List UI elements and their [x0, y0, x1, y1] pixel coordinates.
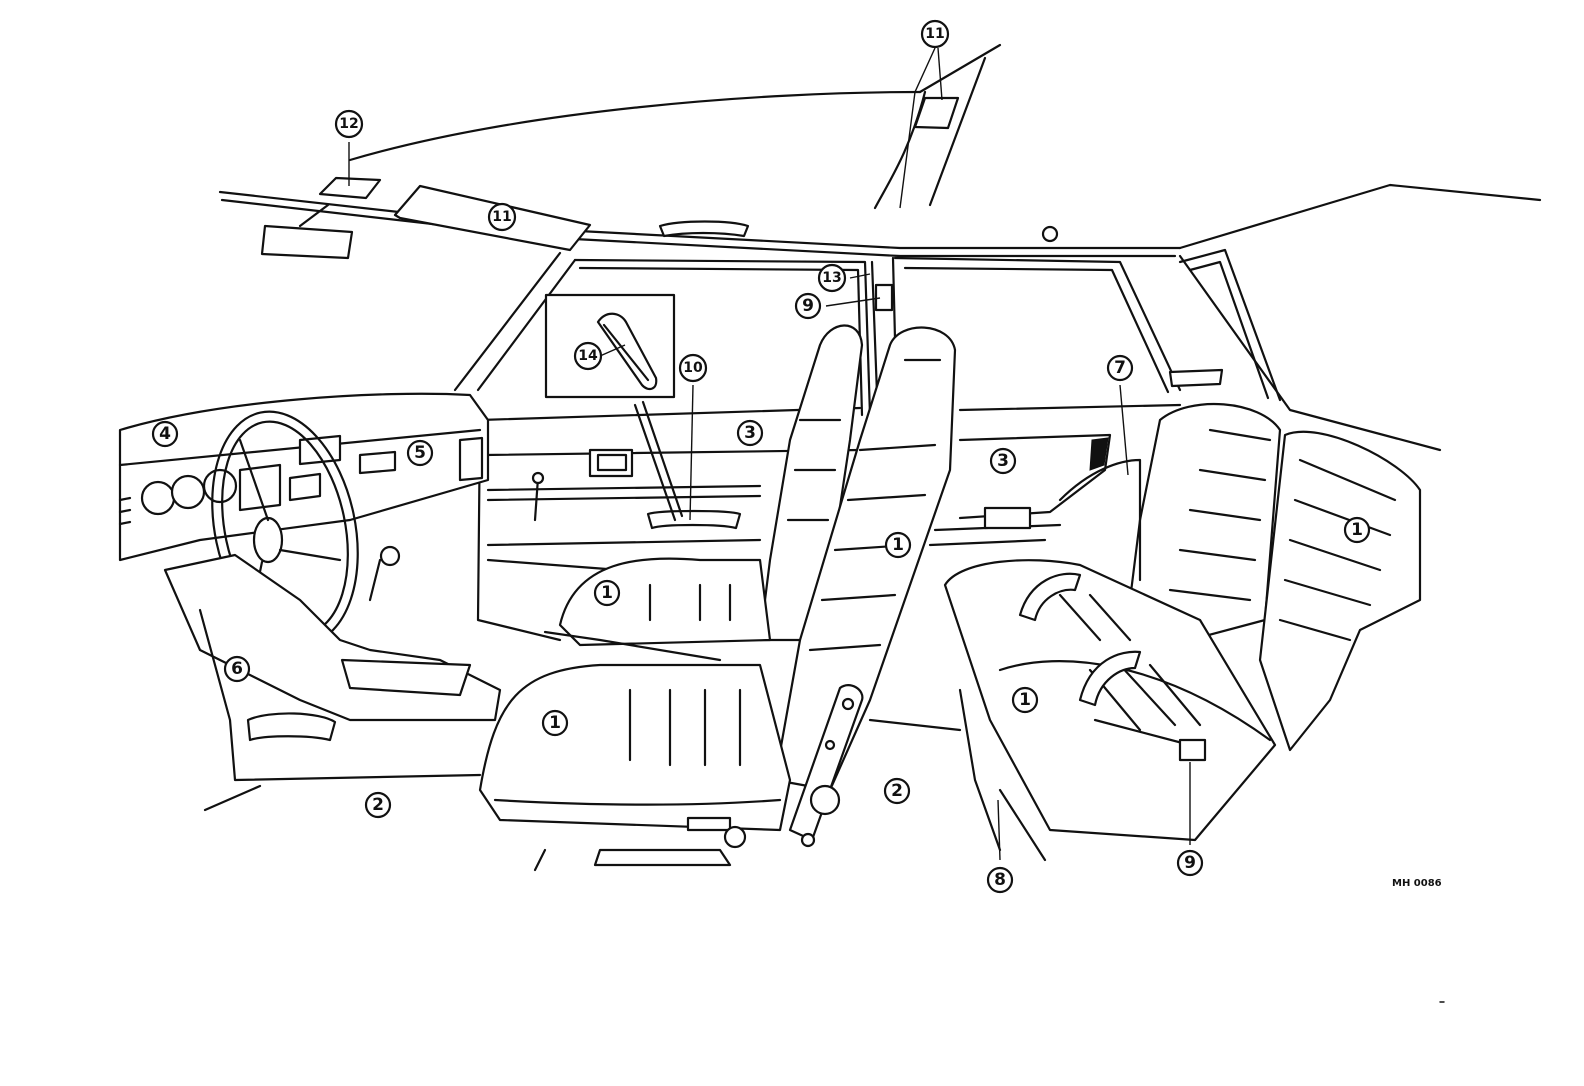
side-window-frames [453, 248, 1282, 417]
front-seat-belt [543, 400, 722, 662]
dashboard [118, 392, 490, 562]
callout-label: 3 [744, 423, 756, 443]
callout-1-front-passenger-backrest: 1 [884, 531, 912, 559]
inset-detail-box [544, 293, 676, 399]
rear-seat-belts [1018, 572, 1207, 762]
callout-label: 1 [549, 713, 561, 733]
callout-2-rear-floor: 2 [883, 777, 911, 805]
callout-13-b-pillar-trim: 13 [817, 263, 847, 293]
callout-label: 1 [892, 535, 904, 555]
callout-label: 7 [1114, 358, 1126, 378]
rear-seat [943, 402, 1422, 842]
callout-3-rear-door-trim: 3 [989, 447, 1017, 475]
callout-11-rear-lamp: 11 [920, 19, 950, 49]
callout-label: 13 [822, 270, 841, 286]
rear-door-panel [928, 403, 1182, 547]
callout-4-dashboard: 4 [151, 420, 179, 448]
callout-label: 6 [231, 659, 243, 679]
callout-label: 1 [1019, 690, 1031, 710]
callout-14-assist-grip: 14 [573, 341, 603, 371]
callout-1-driver-seat-cushion: 1 [541, 709, 569, 737]
callout-label: 1 [601, 583, 613, 603]
callout-1-rear-seat-cushion: 1 [1011, 686, 1039, 714]
coat-hook [1041, 225, 1059, 243]
callout-label: 4 [159, 424, 171, 444]
callout-label: 11 [492, 209, 511, 225]
floor [203, 688, 1047, 872]
drawing-code: MH 0086 [1392, 878, 1442, 889]
callout-11-sun-visor: 11 [487, 202, 517, 232]
callout-1-rear-seat-cushion-left: 1 [593, 579, 621, 607]
callout-label: 3 [997, 451, 1009, 471]
front-door-panel [476, 406, 862, 642]
callout-7-rear-side-trim: 7 [1106, 354, 1134, 382]
callout-12-dome-light: 12 [334, 109, 364, 139]
callout-2-front-floor: 2 [364, 791, 392, 819]
callout-6-kick-panel: 6 [223, 655, 251, 683]
rear-view-mirror [260, 203, 354, 260]
callout-9-rear-seat-belt: 9 [1176, 849, 1204, 877]
callout-label: 9 [1184, 853, 1196, 873]
callout-3-front-door-trim: 3 [736, 419, 764, 447]
callout-9-seat-belt-anchor: 9 [794, 292, 822, 320]
callouts: 1 1 1 1 1 1 2 2 [151, 19, 1371, 894]
rear-assist-grip [1168, 368, 1224, 388]
callout-label: 9 [802, 296, 814, 316]
callout-5-instrument-panel: 5 [406, 439, 434, 467]
interior-lamp-rear [913, 96, 960, 130]
callout-label: 2 [891, 781, 903, 801]
callout-8-rear-floor-trim: 8 [986, 866, 1014, 894]
callout-label: 8 [994, 870, 1006, 890]
callout-1-rear-seat-backrest: 1 [1343, 516, 1371, 544]
callout-label: 10 [683, 360, 703, 376]
callout-label: 1 [1351, 520, 1363, 540]
callout-label: 2 [372, 795, 384, 815]
callout-label: 12 [339, 116, 358, 132]
callout-label: 5 [414, 443, 426, 463]
callout-10-door-pull: 10 [678, 353, 708, 383]
dome-light [318, 176, 382, 200]
callout-label: 14 [578, 348, 598, 364]
roof-grab-handle [658, 220, 750, 238]
callout-label: 11 [925, 26, 944, 42]
leader-lines [348, 47, 1191, 861]
front-seat-rear [558, 324, 864, 647]
lower-dash-and-console [163, 545, 502, 782]
front-seat-driver [478, 326, 957, 849]
